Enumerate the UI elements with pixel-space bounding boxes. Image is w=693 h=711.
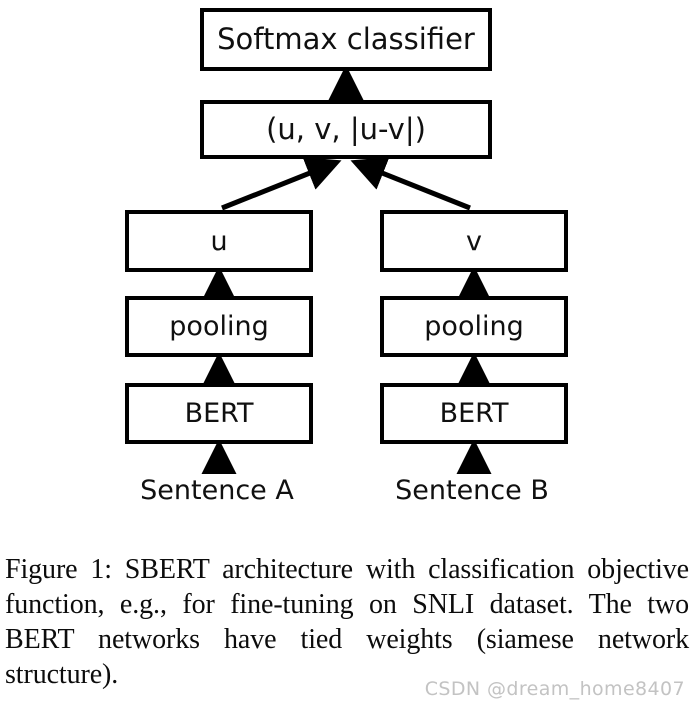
node-bert-right-label: BERT (439, 398, 509, 429)
node-embedding-u: u (125, 210, 313, 272)
arrow-v-to-concat (350, 157, 471, 211)
node-pooling-right-label: pooling (424, 311, 524, 342)
input-label-sentence-b: Sentence B (395, 475, 549, 506)
node-softmax-classifier: Softmax classifier (200, 8, 492, 71)
node-pooling-left-label: pooling (169, 311, 269, 342)
figure-caption: Figure 1: SBERT architecture with classi… (5, 554, 689, 690)
csdn-watermark: CSDN @dream_home8407 (424, 678, 685, 700)
node-pooling-left: pooling (125, 296, 313, 357)
node-softmax-classifier-label: Softmax classifier (217, 22, 475, 56)
arrow-u-to-concat (221, 157, 342, 211)
node-concatenation-label: (u, v, |u-v|) (266, 112, 426, 146)
node-concatenation: (u, v, |u-v|) (200, 100, 492, 159)
node-embedding-v: v (380, 210, 568, 272)
sbert-architecture-diagram: Softmax classifier (u, v, |u-v|) u v poo… (125, 8, 568, 506)
diagram-connectors (201, 64, 492, 474)
node-embedding-u-label: u (210, 225, 228, 257)
node-pooling-right: pooling (380, 296, 568, 357)
node-bert-right: BERT (380, 383, 568, 444)
node-bert-left-label: BERT (184, 398, 254, 429)
node-embedding-v-label: v (466, 225, 482, 257)
input-label-sentence-a: Sentence A (140, 475, 294, 506)
node-bert-left: BERT (125, 383, 313, 444)
